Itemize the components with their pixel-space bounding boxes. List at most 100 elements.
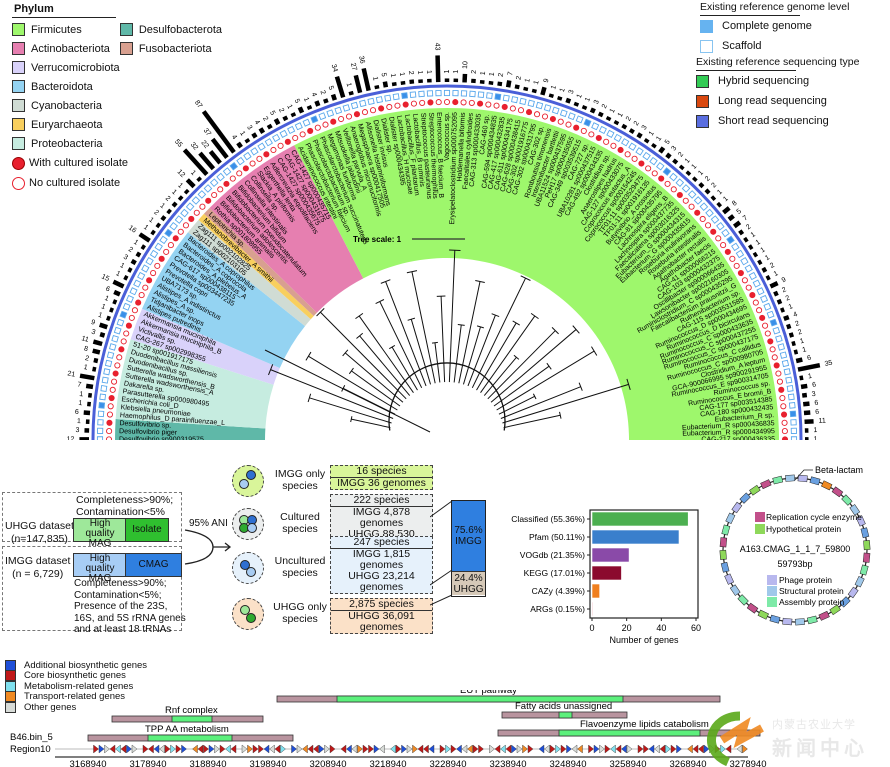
scaffold-square: [141, 264, 150, 273]
genome-count-label: 12: [67, 436, 75, 443]
sequencing-type-ring: [91, 84, 803, 450]
genome-count-label: 1: [813, 427, 817, 434]
genome-count-label: 1: [524, 78, 532, 83]
scaffold-square: [598, 125, 607, 135]
gene-arrow: [849, 504, 861, 516]
scaffold-square: [302, 118, 311, 127]
genome-count-label: 2: [769, 262, 776, 270]
phylum-sector: [130, 308, 280, 385]
no-cultured-isolate-dot: [106, 428, 113, 435]
no-cultured-isolate-dot: [109, 386, 116, 393]
genome-count-bar: [127, 267, 133, 273]
gene-arrow: [615, 744, 622, 754]
tree-branch: [385, 281, 427, 387]
no-cultured-isolate-dot: [163, 248, 170, 255]
x-tick-label: 0: [589, 623, 594, 633]
gene-arrow: [746, 602, 759, 614]
tree-branch: [359, 335, 411, 396]
genome-count-label: 2: [319, 90, 327, 96]
no-cultured-isolate-dot: [394, 102, 401, 109]
phylum-label: Euryarchaeota: [31, 118, 103, 131]
gene-arrow: [258, 744, 264, 754]
category-label: VOGdb (21.35%): [520, 550, 585, 560]
gene-arrow: [159, 744, 165, 754]
genome-count-label: 1: [158, 202, 166, 210]
tree-scale-label: Tree scale: 1: [353, 235, 402, 244]
scaffold-square: [649, 156, 658, 166]
tree-branch: [503, 414, 561, 429]
bgc-legend-item: Core biosynthetic genes: [5, 670, 147, 682]
genome-count-label: 5: [327, 85, 335, 91]
genome-dot: [238, 479, 249, 490]
phage-legend-swatch: [767, 586, 777, 596]
genome-count-label: 11: [81, 335, 90, 344]
genome-count-label: 2: [710, 182, 718, 190]
genome-count-label: 1: [802, 346, 808, 354]
genome-count-bar: [258, 127, 266, 134]
gene-arrow: [126, 744, 132, 754]
cultured-isolate-dot: [172, 235, 179, 242]
genome-count-bar: [514, 84, 520, 90]
gene-arrow: [855, 515, 866, 527]
phylum-legend-item: Verrucomicrobiota: [12, 58, 120, 77]
cultured-isolate-dot: [223, 180, 230, 187]
genome-count-bar: [155, 222, 162, 229]
no-cultured-isolate-dot: [338, 115, 345, 123]
no-cultured-isolate-dot: [580, 127, 587, 134]
tree-branch: [462, 326, 481, 385]
scaffold-square: [460, 90, 468, 97]
bar: [591, 565, 622, 581]
scaffold-square: [443, 89, 451, 97]
no-cultured-isolate-dot: [468, 99, 475, 106]
genome-count-label: 1: [480, 71, 487, 76]
gene-arrow: [346, 744, 352, 754]
proportion-bar: 75.6% IMGG 24.4% UHGG: [451, 500, 486, 597]
no-cultured-isolate-dot: [131, 307, 138, 314]
complete-genome-square: [769, 318, 778, 327]
scaffold-square: [101, 376, 109, 384]
scaffold-square: [392, 93, 400, 101]
genome-count-label: 4: [792, 311, 798, 319]
pathway-match: [336, 695, 624, 703]
no-cultured-isolate-dot: [277, 142, 284, 149]
gene-arrow: [472, 744, 479, 754]
genome-count-bar: [557, 95, 563, 101]
genome-count-bar: [93, 357, 99, 364]
gene-arrow: [390, 744, 396, 754]
genome-count-label: 5: [293, 98, 301, 104]
connector-lines: [430, 500, 453, 606]
genome-count-bar: [112, 279, 125, 289]
genome-count-bar: [698, 182, 705, 189]
cultured-isolate-dot: [767, 338, 774, 345]
gene-arrow: [252, 744, 259, 754]
genome-count-bar: [330, 93, 337, 101]
cultured-isolate-dot: [773, 362, 780, 369]
genome-count-label: 2: [704, 175, 712, 183]
no-cultured-isolate-dot: [314, 124, 321, 131]
genome-count-label: 3: [122, 254, 129, 262]
seq-type-swatch: [696, 114, 709, 128]
genome-count-bar: [185, 178, 196, 189]
genome-count-label: 1: [285, 104, 293, 111]
genome-count-bar: [130, 258, 137, 266]
genome-count-bar: [691, 176, 698, 183]
scaffold-square: [469, 90, 476, 98]
genome-count-bar: [106, 315, 111, 322]
species-count: 247 species: [331, 537, 432, 549]
gene-arrow: [720, 744, 726, 754]
gene-arrow: [821, 480, 833, 491]
tree-branch: [434, 342, 441, 383]
genome-count-label: 22: [199, 139, 209, 150]
phylum-sector: [203, 207, 317, 317]
scaffold-square: [716, 221, 725, 231]
gene-arrow: [724, 573, 735, 585]
phage-legend-label: Assembly protein: [779, 597, 844, 607]
scaffold-square: [502, 94, 510, 102]
genome-count-bar: [573, 101, 580, 107]
genome-count-label: 2: [677, 151, 685, 159]
cultured-isolate-dot: [724, 248, 731, 255]
scaffold-square: [318, 112, 327, 121]
no-cultured-isolate-dot: [741, 277, 748, 284]
genome-count-label: 1: [371, 76, 379, 81]
phylum-label: Desulfobacterota: [138, 23, 222, 36]
